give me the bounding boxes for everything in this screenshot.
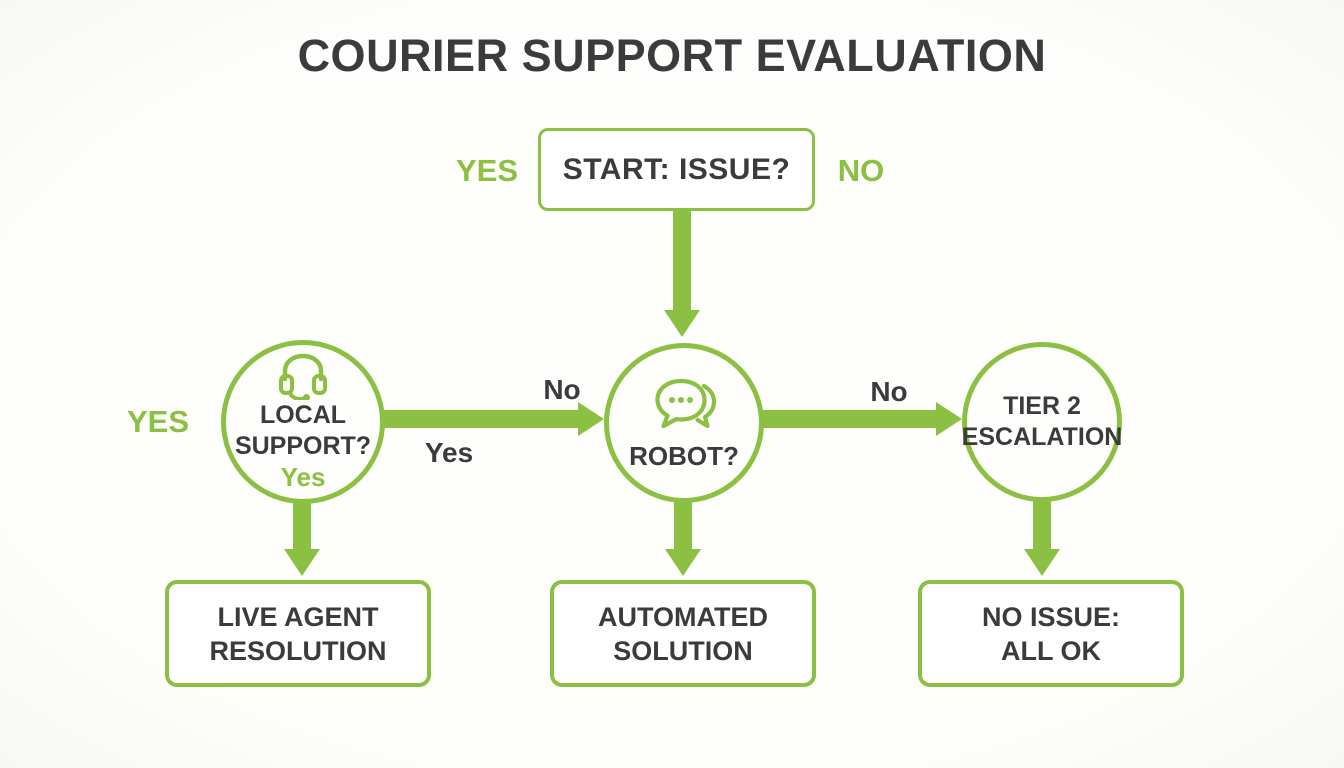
robot-node: ROBOT?	[604, 343, 764, 503]
headset-icon	[279, 353, 327, 400]
arrow-shaft	[1033, 500, 1051, 551]
arrow-head	[1024, 549, 1060, 576]
diagram-title: COURIER SUPPORT EVALUATION	[297, 30, 1047, 81]
arrow-head	[284, 549, 320, 576]
arrow-head	[665, 549, 701, 576]
live-agent-resolution-node: LIVE AGENT RESOLUTION	[165, 580, 431, 687]
chat-bubbles-icon	[655, 378, 717, 428]
no-issue-line2: ALL OK	[1001, 635, 1101, 666]
local-support-label-line1: LOCAL	[259, 401, 347, 429]
automated-solution-node: AUTOMATED SOLUTION	[550, 580, 816, 687]
automated-line2: SOLUTION	[613, 635, 753, 666]
arrow-head	[664, 310, 700, 337]
arrow-head	[578, 402, 604, 436]
tier2-escalation-node: TIER 2 ESCALATION	[962, 342, 1122, 502]
live-agent-line1: LIVE AGENT	[217, 601, 379, 632]
robot-label: ROBOT?	[629, 440, 739, 471]
arrow-shaft	[293, 500, 311, 551]
tier2-label-line1: TIER 2	[1003, 392, 1081, 420]
edge-label-local-robot-yes: Yes	[424, 437, 474, 468]
local-support-label-line2: SUPPORT?	[234, 432, 372, 460]
automated-line1: AUTOMATED	[598, 601, 768, 632]
arrow-shaft	[762, 410, 937, 428]
start-node-label: START: ISSUE?	[562, 152, 791, 186]
edge-label-robot-tier2-no: No	[870, 376, 908, 407]
local-support-node: LOCAL SUPPORT? Yes	[221, 340, 385, 504]
edge-label-local-robot-no: No	[543, 374, 581, 405]
arrow-shaft	[673, 210, 691, 312]
local-support-outer-yes-label: YES	[126, 404, 190, 439]
arrow-head	[936, 402, 962, 436]
no-issue-node: NO ISSUE: ALL OK	[918, 580, 1184, 687]
start-node: START: ISSUE?	[538, 128, 815, 211]
start-no-label: NO	[837, 153, 885, 188]
arrow-shaft	[383, 410, 579, 428]
local-support-inner-yes-label: Yes	[280, 462, 326, 492]
no-issue-line1: NO ISSUE:	[981, 601, 1121, 632]
tier2-label-line2: ESCALATION	[961, 423, 1123, 451]
live-agent-line2: RESOLUTION	[209, 635, 387, 666]
arrow-shaft	[674, 502, 692, 551]
start-yes-label: YES	[455, 153, 519, 188]
